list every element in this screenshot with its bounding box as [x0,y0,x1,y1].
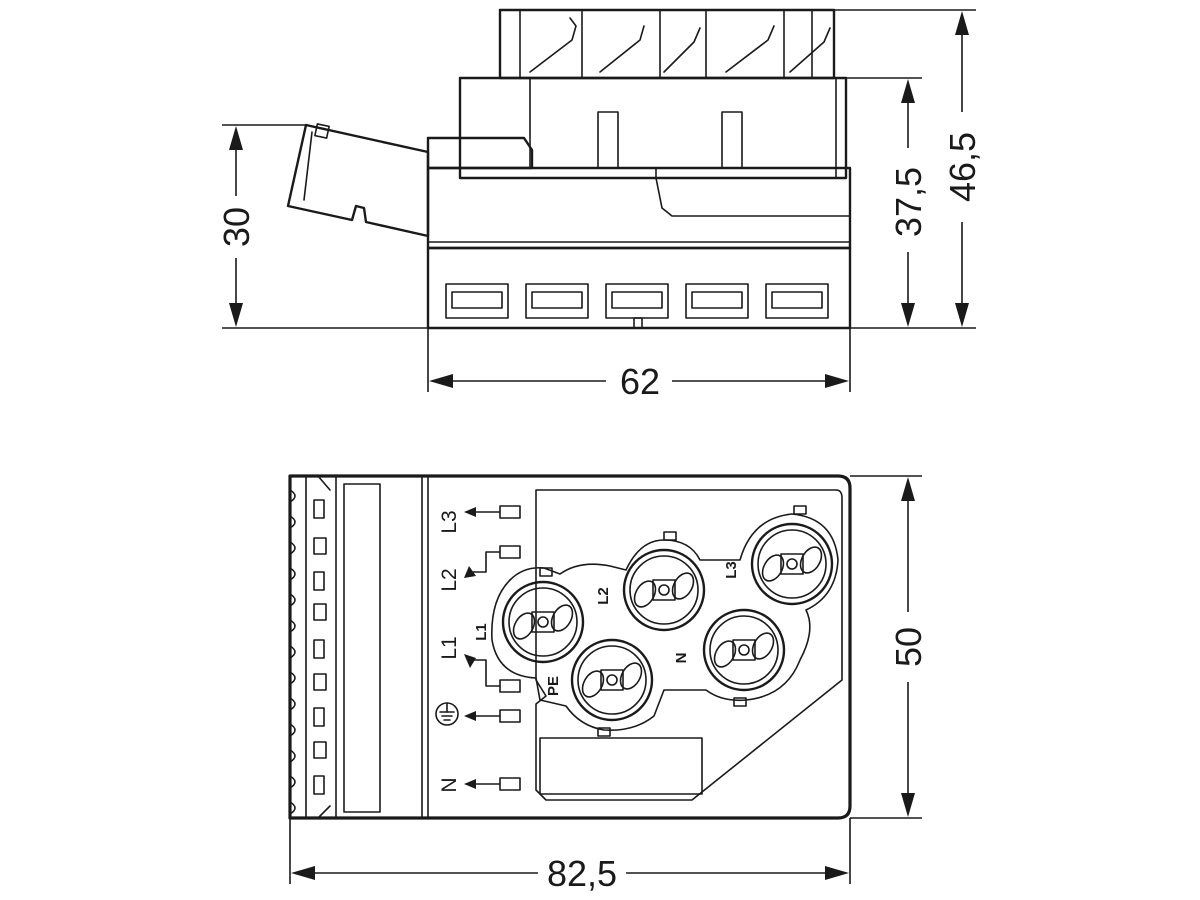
socket-label-l1: L1 [473,623,490,641]
socket-panel [535,489,843,801]
dimension-label-37-5: 37,5 [888,167,929,237]
housing-upper [458,76,848,180]
wire-entry-base [426,246,852,330]
socket-label-l3: L3 [723,561,740,579]
terminal-label-l1: L1 [438,636,461,659]
dimension-total-height: 46,5 [834,9,983,327]
dimension-label-30: 30 [216,207,257,247]
socket-n [702,608,786,692]
terminal-label-l2: L2 [438,568,461,591]
release-tab [286,123,430,238]
dimension-top-height: 50 [850,475,929,819]
socket-label-pe: PE [545,676,562,696]
socket-l3 [750,522,834,606]
dimension-side-height: 30 [216,124,428,329]
dimension-top-width: 82,5 [289,818,851,894]
dimension-body-height: 37,5 [846,77,976,329]
socket-label-l2: L2 [595,587,612,605]
dimension-side-width: 62 [427,328,851,402]
housing-lower [426,136,852,250]
socket-label-n: N [673,653,690,664]
marking-field [539,737,703,795]
socket-cluster-outline [491,513,839,732]
dimension-label-62: 62 [620,361,660,402]
lever-edge [289,475,337,819]
socket-l2 [622,548,706,632]
terminal-label-n: N [438,777,461,792]
dimension-label-82-5: 82,5 [547,853,617,894]
ground-icon [435,702,459,726]
lever-clamps [498,8,836,80]
side-view [286,8,852,330]
terminal-label-l3: L3 [438,510,461,533]
socket-pe [570,638,654,722]
label-strip [343,483,381,813]
dimension-label-46-5: 46,5 [942,132,983,202]
top-view: L3 L2 L1 N [288,474,852,820]
top-housing-outline [288,474,852,820]
dimension-label-50: 50 [888,627,929,667]
socket-l1 [501,580,585,664]
terminal-slots [464,505,521,791]
